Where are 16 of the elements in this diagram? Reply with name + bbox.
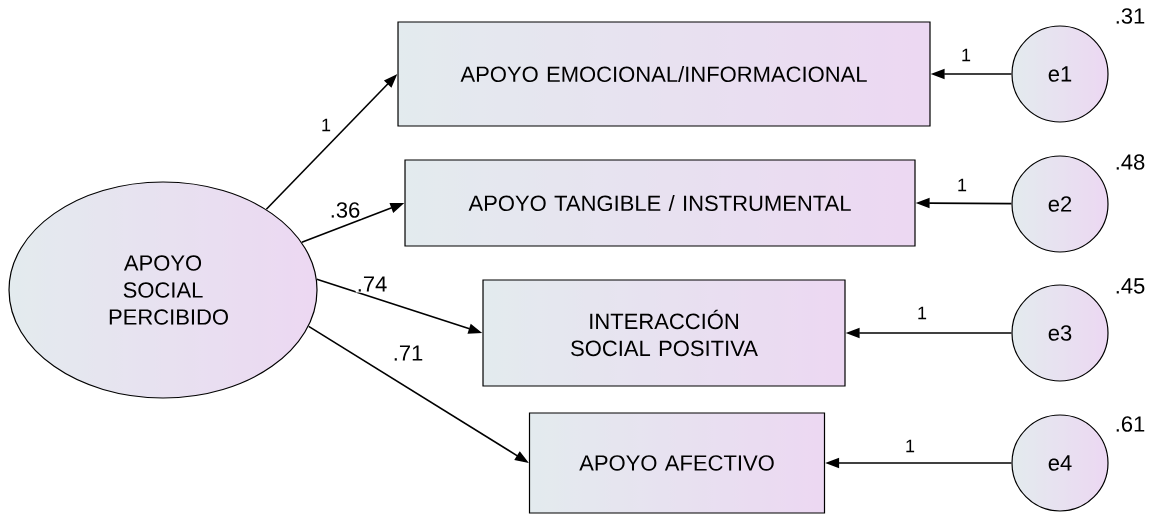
- variance-label: .45: [1116, 278, 1145, 294]
- edge-label: 1: [320, 117, 332, 133]
- observed-box: APOYO TANGIBLE / INSTRUMENTAL: [404, 159, 916, 247]
- observed-box: APOYO EMOCIONAL/INFORMACIONAL: [397, 21, 931, 127]
- edge-label: .36: [328, 201, 362, 219]
- edge-label: .74: [355, 275, 389, 293]
- edge-label: 1: [960, 47, 972, 63]
- observed-box: APOYO AFECTIVO: [528, 412, 826, 514]
- edge-label: 1: [904, 438, 916, 454]
- variance-label: .48: [1116, 154, 1145, 170]
- edge-label: 1: [956, 177, 968, 193]
- edge-label: 1: [916, 305, 928, 321]
- observed-box: INTERACCIÓN SOCIAL POSITIVA: [482, 279, 846, 387]
- variance-label: .61: [1116, 416, 1145, 432]
- edge-label: .71: [391, 344, 425, 362]
- variance-label: .31: [1116, 8, 1145, 24]
